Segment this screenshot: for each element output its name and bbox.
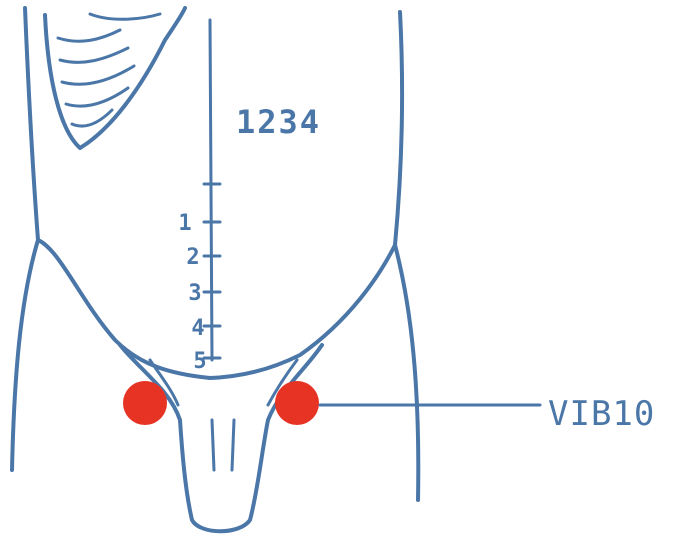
top-scale-label: 1234 (236, 103, 321, 141)
scale-number-2: 2 (186, 245, 199, 270)
scale-number-3: 3 (188, 281, 201, 306)
midline-scale (204, 20, 220, 360)
scale-number-4: 4 (191, 316, 204, 341)
groin-outline (120, 345, 322, 531)
acupoint-left (123, 381, 167, 425)
scale-number-1: 1 (178, 211, 191, 236)
rib-cage (45, 8, 185, 148)
scale-number-5: 5 (193, 349, 206, 374)
acupoint-right (275, 381, 319, 425)
torso-outline (12, 8, 418, 500)
acupoint-label: VIB10 (548, 394, 655, 434)
